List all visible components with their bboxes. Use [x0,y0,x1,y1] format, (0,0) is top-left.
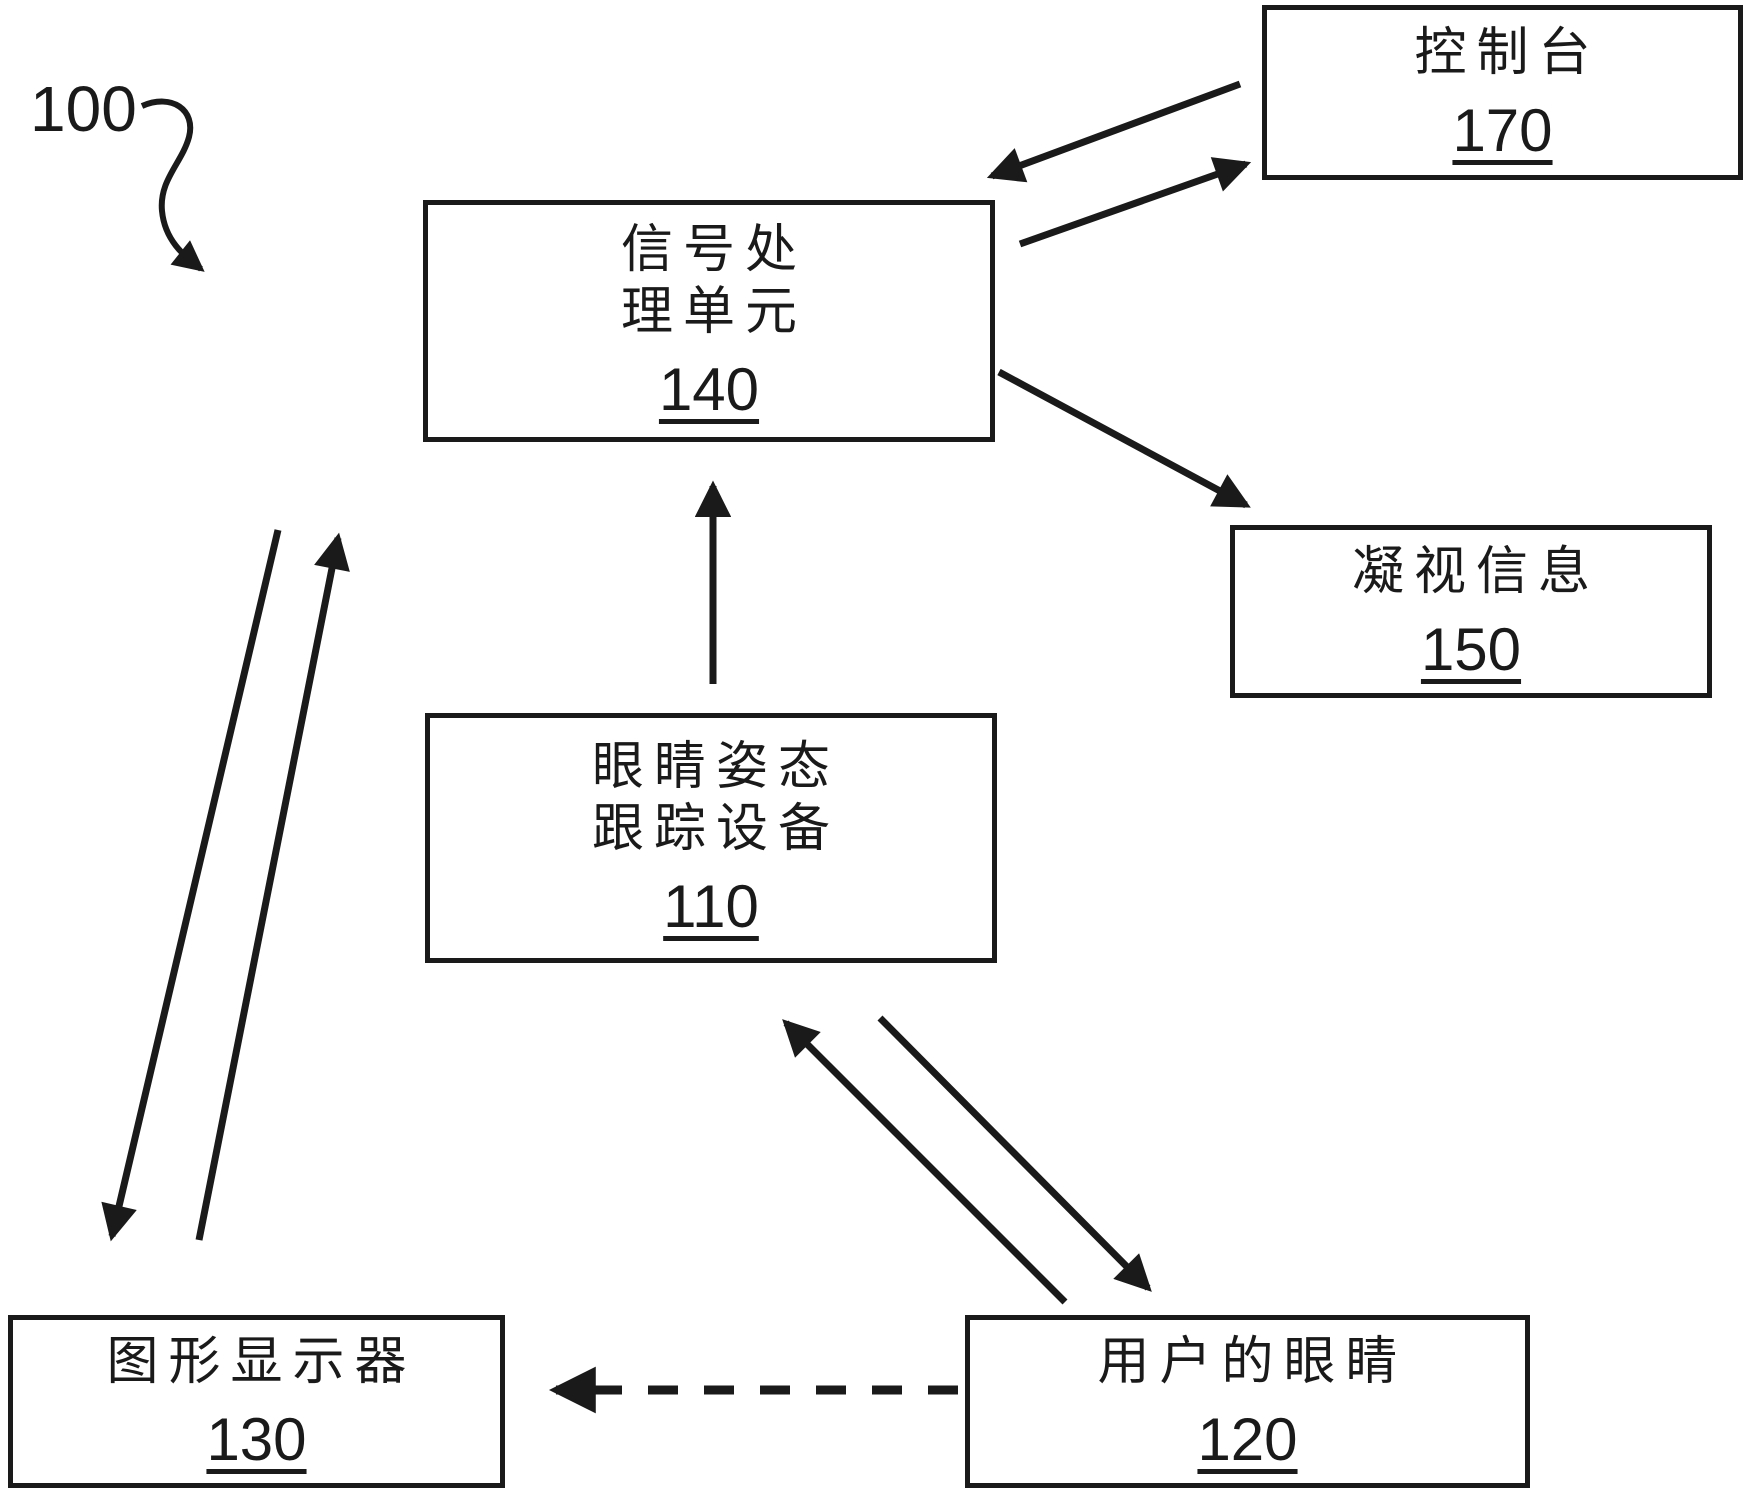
box-eye-pose-tracker-label-line1: 眼睛姿态 [591,739,840,796]
box-eye-pose-tracker-label-line2: 跟踪设备 [591,801,840,858]
box-signal-processing-unit-label-line2: 理单元 [620,284,807,341]
arrow-spu-to-gaze-info [997,368,1251,509]
box-console: 控制台 170 [1262,5,1743,180]
box-graphics-display: 图形显示器 130 [8,1315,505,1488]
box-signal-processing-unit-label-line1: 信号处 [620,222,807,279]
box-graphics-display-number: 130 [206,1405,307,1473]
arrow-display-to-spu [195,532,350,1241]
arrow-spu-to-console [1018,157,1252,248]
box-users-eyes-number: 120 [1197,1405,1298,1473]
arrow-tracker-to-eyes [877,1015,1152,1292]
box-eye-pose-tracker: 眼睛姿态 跟踪设备 110 [425,713,997,963]
box-users-eyes: 用户的眼睛 120 [965,1315,1530,1488]
box-gaze-information-number: 150 [1420,615,1522,683]
arrow-console-to-spu [986,80,1242,183]
box-eye-pose-tracker-number: 110 [663,873,759,940]
box-users-eyes-label: 用户的眼睛 [1097,1333,1408,1391]
figure-label-pointer [140,98,205,272]
box-console-label: 控制台 [1414,24,1601,82]
arrow-eyes-to-tracker [782,1019,1068,1305]
box-graphics-display-label: 图形显示器 [106,1333,417,1391]
box-gaze-information-label: 凝视信息 [1351,543,1600,601]
box-signal-processing-unit: 信号处 理单元 140 [423,200,995,442]
box-gaze-information: 凝视信息 150 [1230,525,1712,698]
box-signal-processing-unit-number: 140 [658,356,760,423]
figure-reference-label: 100 [30,73,137,145]
box-console-number: 170 [1452,96,1553,164]
arrow-spu-to-display [101,529,282,1242]
